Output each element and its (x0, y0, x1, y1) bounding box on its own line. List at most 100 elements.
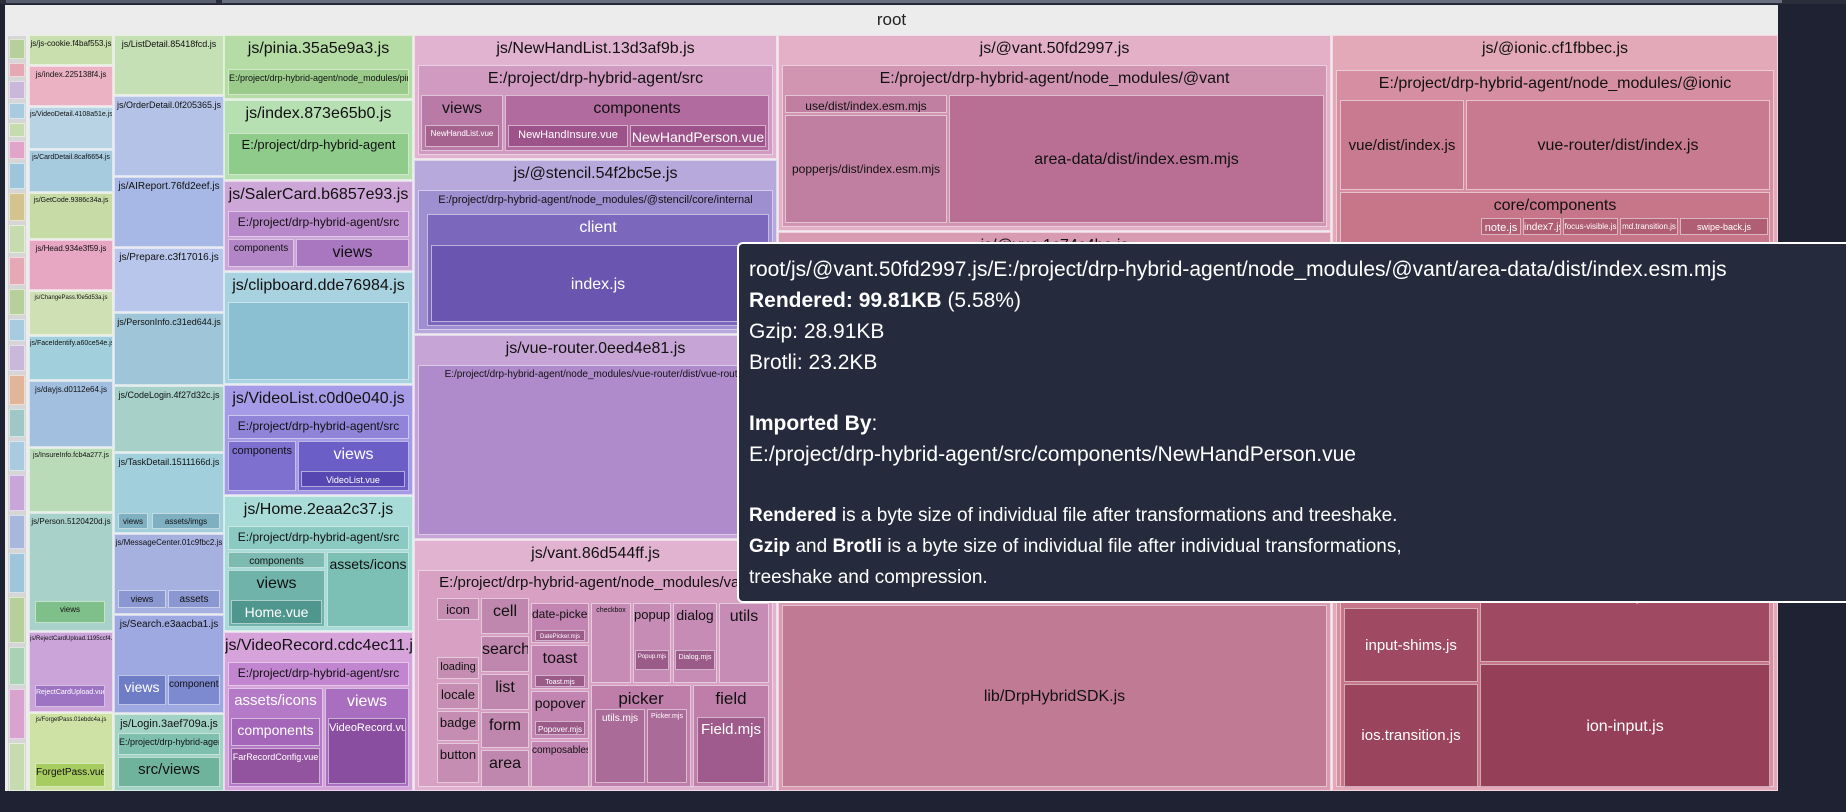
reject-card-upload-vue[interactable]: RejectCardUpload.vue (35, 685, 105, 707)
vant-area[interactable]: area (481, 750, 529, 787)
task-assets-imgs[interactable]: assets/imgs (152, 513, 220, 529)
ionic-input-shims[interactable]: input-shims.js (1344, 608, 1478, 682)
vant-loading[interactable]: loading (437, 657, 479, 679)
chunk-js-cookie[interactable]: js/js-cookie.f4baf553.js (29, 35, 113, 65)
vant-areadata-dist[interactable]: area-data/dist/index.esm.mjs (949, 95, 1324, 223)
ionic-focus-visible[interactable]: focus-visible.js (1563, 218, 1618, 235)
chunk-head[interactable]: js/Head.934e3f59.js (29, 240, 113, 290)
vant-composables[interactable]: composables (531, 741, 589, 787)
videolist-vue[interactable]: VideoList.vue (301, 471, 405, 487)
vant-dialog[interactable]: dialog (673, 603, 717, 683)
videolist-path[interactable]: E:/project/drp-hybrid-agent/src (228, 415, 409, 439)
tile[interactable] (9, 441, 25, 471)
vant-form[interactable]: form (481, 712, 529, 748)
tile[interactable] (9, 163, 25, 189)
tile[interactable] (9, 123, 25, 137)
tile[interactable] (9, 257, 25, 285)
tile[interactable] (9, 225, 25, 253)
vant-picker-mjs[interactable]: Picker.mjs (647, 709, 687, 783)
vant-dialog-mjs[interactable]: Dialog.mjs (675, 650, 715, 670)
tile[interactable] (9, 39, 25, 59)
chunk-js-index-225[interactable]: js/index.225138f4.js (29, 66, 113, 106)
tile[interactable] (9, 103, 25, 119)
chunk-change-pass[interactable]: js/ChangePass.f0e5d53a.js (29, 291, 113, 335)
videorecord-components[interactable]: components (231, 718, 320, 746)
pinia-path[interactable]: E:/project/drp-hybrid-agent/node_modules… (228, 69, 409, 95)
tile[interactable] (9, 553, 25, 593)
tile[interactable] (9, 515, 25, 549)
ionic-swipe-back[interactable]: swipe-back.js (1680, 218, 1768, 235)
msg-views[interactable]: views (118, 590, 166, 608)
vant-search[interactable]: search (481, 636, 529, 672)
ionic-ios-transition[interactable]: ios.transition.js (1344, 684, 1478, 787)
vant-badge[interactable]: badge (437, 711, 479, 741)
vant-popup[interactable]: popup (633, 603, 671, 683)
tile[interactable] (9, 345, 25, 371)
vant-utils-mjs[interactable]: utils.mjs (595, 709, 645, 783)
search-components[interactable]: components (168, 675, 220, 705)
tile[interactable] (9, 81, 25, 99)
chunk-face-identify[interactable]: js/FaceIdentify.a60ce54e.js (29, 336, 113, 380)
clipboard-path[interactable] (228, 302, 409, 380)
salercard-components[interactable]: components (228, 239, 294, 267)
vant-popover-mjs[interactable]: Popover.mjs (535, 721, 585, 735)
forget-pass-vue[interactable]: ForgetPass.vue (35, 763, 105, 787)
vant-use-dist[interactable]: use/dist/index.esm.mjs (785, 95, 947, 113)
chunk-prepare[interactable]: js/Prepare.c3f17016.js (114, 248, 224, 312)
login-path[interactable]: E:/project/drp-hybrid-agent (118, 733, 220, 755)
vant-button[interactable]: button (437, 743, 479, 783)
vant-icon[interactable]: icon (437, 598, 479, 620)
vuerouter-path[interactable]: E:/project/drp-hybrid-agent/node_modules… (418, 365, 773, 535)
salercard-path[interactable]: E:/project/drp-hybrid-agent/src (228, 211, 409, 237)
vant-utils[interactable]: utils (719, 603, 769, 683)
stencil-index-js[interactable]: index.js (431, 245, 765, 322)
home-path[interactable]: E:/project/drp-hybrid-agent/src (228, 526, 409, 550)
tile[interactable] (9, 647, 25, 685)
tile[interactable] (9, 319, 25, 341)
tile[interactable] (9, 289, 25, 315)
vant-cell[interactable]: cell (481, 598, 529, 634)
videolist-components[interactable]: components (228, 441, 296, 491)
chunk-person-info[interactable]: js/PersonInfo.c31ed644.js (114, 313, 224, 385)
newhandinsure-vue[interactable]: NewHandInsure.vue (508, 125, 628, 147)
vant-field-mjs[interactable]: Field.mjs (697, 717, 765, 783)
vant-toast-mjs[interactable]: Toast.mjs (535, 675, 585, 687)
newhandlist-vue[interactable]: NewHandList.vue (425, 125, 499, 147)
chunk-card-detail[interactable]: js/CardDetail.8caf6654.js (29, 150, 113, 192)
tile[interactable] (9, 597, 25, 643)
tile[interactable] (9, 689, 25, 739)
home-vue[interactable]: Home.vue (231, 600, 322, 624)
ionic-vue-dist[interactable]: vue/dist/index.js (1340, 100, 1464, 190)
vant-popup-mjs[interactable]: Popup.mjs (635, 650, 669, 670)
videorecord-vue[interactable]: VideoRecord.vue (328, 718, 406, 784)
tile[interactable] (9, 141, 25, 159)
task-views[interactable]: views (118, 513, 148, 529)
vant-popperjs-dist[interactable]: popperjs/dist/index.esm.mjs (785, 115, 947, 223)
newhandperson-vue[interactable]: NewHandPerson.vue (630, 125, 766, 147)
chunk-list-detail[interactable]: js/ListDetail.85418fcd.js (114, 35, 224, 95)
farrecordconfig-vue[interactable]: FarRecordConfig.vue (231, 748, 320, 784)
chunk-get-code[interactable]: js/GetCode.9386c34a.js (29, 193, 113, 239)
vant-locale[interactable]: locale (437, 683, 479, 709)
ionic-md-transition[interactable]: md.transition.js (1620, 218, 1678, 235)
vant-list[interactable]: list (481, 674, 529, 710)
salercard-views[interactable]: views (296, 239, 409, 267)
tile[interactable] (9, 193, 25, 221)
tile[interactable] (9, 63, 25, 77)
tile[interactable] (9, 375, 25, 405)
index-873-path[interactable]: E:/project/drp-hybrid-agent (228, 133, 409, 175)
ionic-vuerouter-dist[interactable]: vue-router/dist/index.js (1466, 100, 1770, 190)
login-src-views[interactable]: src/views (118, 757, 220, 787)
ionic-index7-js[interactable]: index7.js (1523, 218, 1561, 235)
search-views[interactable]: views (118, 675, 166, 705)
chunk-video-detail[interactable]: js/VideoDetail.4108a51e.js (29, 107, 113, 149)
chunk-dayjs[interactable]: js/dayjs.d0112e64.js (29, 381, 113, 447)
chunk-insure-info[interactable]: js/InsureInfo.fcb4a277.js (29, 448, 113, 512)
chunk-order-detail[interactable]: js/OrderDetail.0f205365.js (114, 96, 224, 176)
home-assets-icons[interactable]: assets/icons (327, 552, 409, 627)
ionic-note-js[interactable]: note.js (1481, 218, 1521, 235)
chunk-person-views[interactable]: views (35, 601, 105, 623)
tile[interactable] (9, 743, 25, 791)
videorecord-path[interactable]: E:/project/drp-hybrid-agent/src (228, 662, 409, 686)
ionic-ion-input[interactable]: ion-input.js (1480, 664, 1770, 787)
